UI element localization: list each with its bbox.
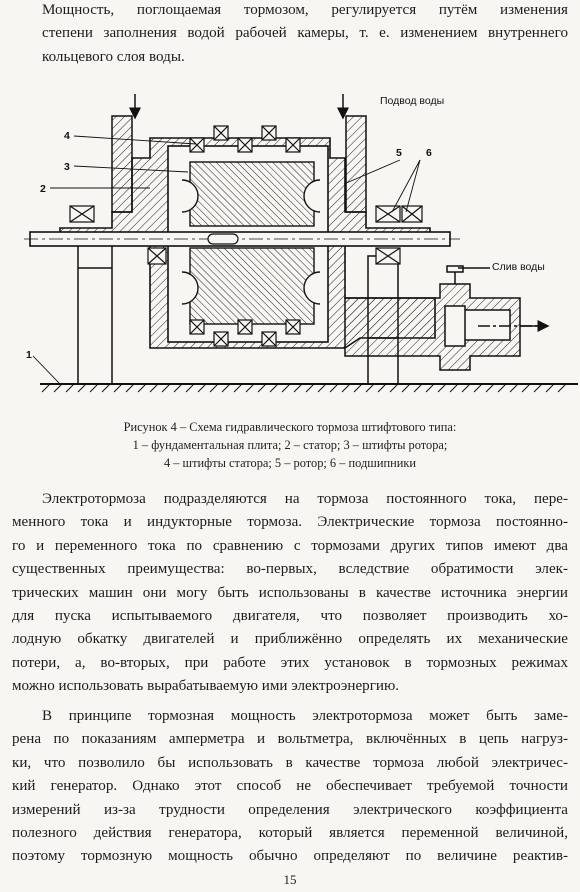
water-drain-label: Слив воды bbox=[492, 261, 545, 273]
text-line: Электротормоза подразделяются на тормоза… bbox=[42, 491, 568, 507]
text-line: кольцевого слоя воды. bbox=[42, 48, 185, 65]
text-line: кий генератор. Однако этот способ не обе… bbox=[12, 778, 568, 795]
rotor-stator-pins bbox=[189, 125, 301, 347]
diagram-svg: Подвод воды Слив воды 4 3 2 5 6 1 bbox=[24, 94, 578, 393]
caption-line: Рисунок 4 – Схема гидравлического тормоз… bbox=[123, 420, 457, 434]
text-line: Мощность, поглощаемая тормозом, регулиру… bbox=[42, 2, 568, 18]
text-line: менного тока и индукторные тормоза. Элек… bbox=[12, 514, 568, 531]
text-line: го и переменного тока по сравнению с тор… bbox=[12, 537, 568, 554]
text-line: поэтому тормозную мощность обычно опреде… bbox=[12, 848, 568, 865]
label-4: 4 bbox=[64, 130, 70, 142]
text-line: потери, а, во-вторых, при работе этих ус… bbox=[12, 654, 568, 671]
water-drain-pipe bbox=[344, 265, 550, 371]
foundation-plate bbox=[40, 383, 578, 393]
text-line: измерений из-за трудности определения эл… bbox=[12, 801, 568, 818]
text-line: В принципе тормозная мощность электротор… bbox=[42, 708, 568, 724]
text-line: существенных преимущества: во-первых, вс… bbox=[12, 561, 568, 578]
text-line: можно использовать вырабатываемую ими эл… bbox=[12, 678, 400, 695]
text-line: ки, что позволило бы использовать в каче… bbox=[12, 754, 568, 771]
bearings bbox=[69, 205, 423, 265]
intro-paragraph: Мощность, поглощаемая тормозом, регулиру… bbox=[12, 0, 568, 69]
label-1: 1 bbox=[26, 349, 32, 361]
page-number: 15 bbox=[283, 872, 297, 887]
text-line: полезного действия генератора, который я… bbox=[12, 825, 568, 842]
water-inlet-label: Подвод воды bbox=[380, 95, 444, 107]
paragraph-electric-brakes: Электротормоза подразделяются на тормоза… bbox=[12, 488, 568, 699]
text-line: для пуска испытываемого двигателя, что п… bbox=[12, 608, 568, 625]
label-2: 2 bbox=[40, 183, 46, 195]
label-6: 6 bbox=[426, 147, 432, 159]
text-line: лодную обкатку двигателей и приближённо … bbox=[12, 631, 568, 648]
hydraulic-brake-diagram: Подвод воды Слив воды 4 3 2 5 6 1 bbox=[0, 88, 580, 406]
caption-line: 1 – фундаментальная плита; 2 – статор; 3… bbox=[132, 438, 448, 452]
rotor bbox=[181, 161, 321, 325]
figure-caption: Рисунок 4 – Схема гидравлического тормоз… bbox=[0, 418, 580, 472]
caption-line: 4 – штифты статора; 5 – ротор; 6 – подши… bbox=[163, 456, 417, 470]
shaft bbox=[24, 231, 460, 247]
water-inlet-pipes bbox=[111, 94, 367, 213]
text-line: степени заполнения водой рабочей камеры,… bbox=[42, 25, 568, 42]
label-3: 3 bbox=[64, 161, 70, 173]
label-5: 5 bbox=[396, 147, 402, 159]
paragraph-power-measurement: В принципе тормозная мощность электротор… bbox=[12, 705, 568, 869]
text-line: рена по показаниям амперметра и вольтмет… bbox=[12, 731, 568, 748]
leader-lines bbox=[32, 135, 421, 385]
text-line: трических машин они могу быть использова… bbox=[12, 584, 568, 601]
